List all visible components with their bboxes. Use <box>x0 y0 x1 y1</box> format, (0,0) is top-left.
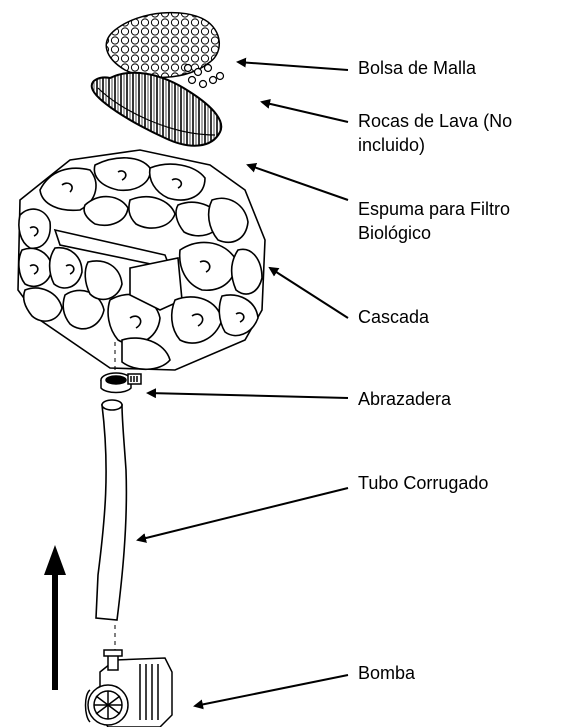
arrow-tube <box>136 487 349 543</box>
arrow-lava-rocks <box>260 98 349 123</box>
label-corrugated-tube: Tubo Corrugado <box>358 473 489 493</box>
waterfall-rock-block <box>17 149 266 371</box>
label-lava-rocks-line2: incluido) <box>358 135 426 155</box>
label-bio-foam-line1: Espuma para Filtro <box>358 199 511 219</box>
callout-arrows <box>136 57 349 710</box>
arrow-mesh-bag <box>236 57 349 71</box>
arrow-bio-foam <box>246 162 349 201</box>
label-pump: Bomba <box>358 663 416 683</box>
label-clamp: Abrazadera <box>358 389 452 409</box>
label-bio-foam-line2: Biológico <box>358 223 432 243</box>
label-waterfall: Cascada <box>358 307 430 327</box>
label-mesh-bag: Bolsa de Malla <box>358 58 477 78</box>
arrow-pump <box>193 674 349 710</box>
flow-direction-arrow <box>44 545 66 690</box>
mesh-bag <box>105 11 225 89</box>
pump <box>84 649 173 727</box>
corrugated-tube <box>95 399 128 621</box>
arrow-waterfall <box>268 266 349 319</box>
hose-clamp <box>100 372 142 394</box>
lava-rocks-basket <box>90 71 223 147</box>
label-lava-rocks-line1: Rocas de Lava (No <box>358 111 513 131</box>
arrow-clamp <box>146 388 349 399</box>
